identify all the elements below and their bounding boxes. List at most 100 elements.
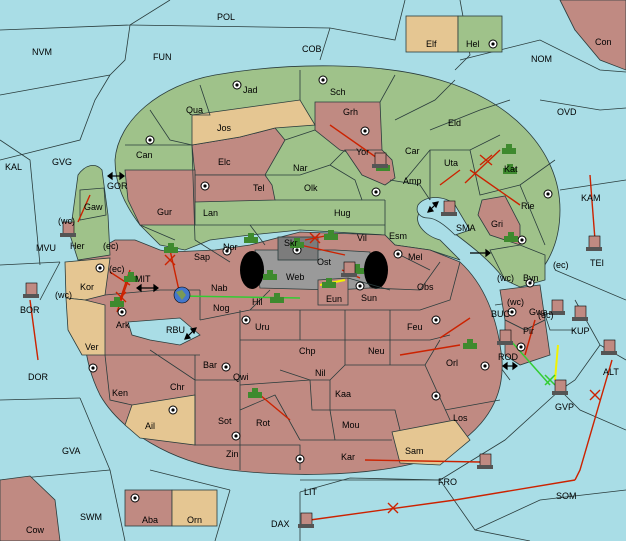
label-elf: Elf (426, 39, 437, 49)
supply-center-icon (488, 39, 498, 49)
supply-center-icon (355, 281, 365, 291)
label-sam: Sam (405, 446, 424, 456)
label-mel: Mel (408, 252, 423, 262)
label-fro: FRO (438, 477, 457, 487)
ship-icon (586, 235, 602, 251)
supply-center-icon (117, 307, 127, 317)
supply-center-icon (525, 278, 535, 288)
tank-icon (244, 233, 258, 243)
label-fun: FUN (153, 52, 172, 62)
label-lit: LIT (304, 487, 318, 497)
label-nog: Nog (213, 303, 230, 313)
label-kor: Kor (80, 282, 94, 292)
region-cow[interactable] (0, 475, 61, 541)
label-ec4: (ec) (538, 310, 554, 320)
region-elf[interactable] (405, 15, 459, 53)
supply-centers (88, 39, 553, 503)
label-gor: GOR (107, 181, 128, 191)
label-dor: DOR (28, 372, 49, 382)
region-rbu-inlet (127, 317, 201, 346)
region-con[interactable] (559, 0, 626, 71)
supply-center-icon (231, 431, 241, 441)
tank-icon (248, 388, 262, 398)
supply-center-icon (145, 135, 155, 145)
label-nar: Nar (293, 163, 308, 173)
tank-icon (110, 297, 124, 307)
label-chp: Chp (299, 346, 316, 356)
label-esm: Esm (389, 231, 407, 241)
label-zin: Zin (226, 449, 239, 459)
label-amp: Amp (403, 176, 422, 186)
label-cow: Cow (26, 525, 45, 535)
label-bor: BOR (20, 305, 40, 315)
label-neu: Neu (368, 346, 385, 356)
label-mou: Mou (342, 420, 360, 430)
supply-center-icon (517, 235, 527, 245)
region-orn[interactable] (171, 489, 218, 527)
ship-icon (298, 512, 314, 528)
label-sch: Sch (330, 87, 346, 97)
label-mit: MIT (135, 274, 151, 284)
supply-center-icon (371, 187, 381, 197)
tank-icon (350, 264, 364, 274)
label-ver: Ver (85, 342, 99, 352)
label-orl: Orl (446, 358, 458, 368)
ship-icon (60, 221, 76, 237)
label-ken: Ken (112, 388, 128, 398)
label-ost: Ost (317, 257, 332, 267)
label-aba: Aba (142, 515, 158, 525)
label-obs: Obs (417, 282, 434, 292)
supply-center-icon (88, 363, 98, 373)
supply-center-icon (543, 189, 553, 199)
region-ail[interactable] (124, 394, 196, 446)
label-tei: TEI (590, 258, 604, 268)
label-ec3: (ec) (553, 260, 569, 270)
label-skr: Skr (284, 238, 298, 248)
label-elc: Elc (218, 157, 231, 167)
label-nab: Nab (211, 283, 228, 293)
label-pir: Pir (523, 326, 534, 336)
lake-west (240, 251, 264, 289)
supply-center-icon (95, 263, 105, 273)
label-alt: ALT (603, 367, 619, 377)
region-sam[interactable] (391, 419, 471, 466)
supply-center-icon (360, 126, 370, 136)
label-grh: Grh (343, 107, 358, 117)
tank-icon (503, 164, 517, 174)
label-nvm: NVM (32, 47, 52, 57)
supply-center-icon (318, 75, 328, 85)
label-olk: Olk (304, 183, 318, 193)
label-uta: Uta (444, 158, 458, 168)
labels: POL NVM FUN COB NOM Con Elf Hel OVD KAL … (5, 12, 619, 535)
label-sot: Sot (218, 416, 232, 426)
region-gur[interactable] (124, 169, 196, 226)
region-pir[interactable] (504, 319, 551, 366)
label-chr: Chr (170, 382, 185, 392)
supply-center-icon (200, 181, 210, 191)
ship-icon (572, 305, 588, 321)
tank-icon (263, 270, 277, 280)
label-ark: Ark (116, 320, 130, 330)
label-jad: Jad (243, 85, 258, 95)
tank-icon (463, 339, 477, 349)
label-eun: Eun (326, 294, 342, 304)
label-wc-gwa: (wc) (507, 297, 524, 307)
label-gaw: Gaw (84, 202, 103, 212)
supply-center-icon (130, 493, 140, 503)
label-los: Los (453, 413, 468, 423)
ship-icon (372, 152, 388, 168)
label-gvp: GVP (555, 402, 574, 412)
supply-center-icon (507, 307, 517, 317)
label-nom: NOM (531, 54, 552, 64)
label-kat: Kat (504, 164, 518, 174)
region-gaw[interactable] (79, 187, 107, 221)
label-gva: GVA (62, 446, 80, 456)
label-ovd: OVD (557, 107, 577, 117)
label-qua: Qua (186, 105, 203, 115)
region-byn[interactable] (489, 244, 546, 288)
ship-icon (552, 379, 568, 395)
ship-icon (477, 453, 493, 469)
label-dax: DAX (271, 519, 290, 529)
label-yor: Yor (356, 147, 369, 157)
